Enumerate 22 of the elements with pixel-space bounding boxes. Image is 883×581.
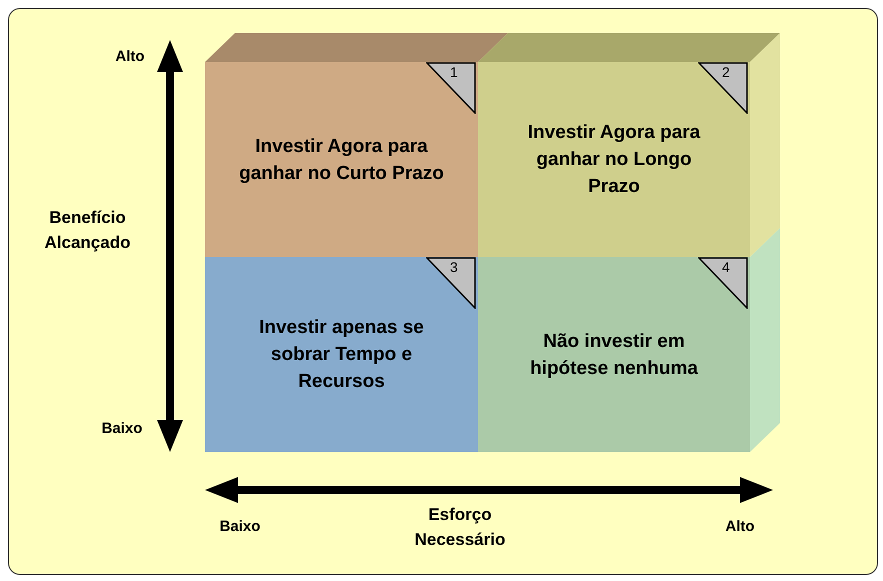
corner-triangle xyxy=(426,257,476,309)
axis-label: Alto xyxy=(114,48,146,66)
axis-label: Baixo xyxy=(218,518,262,536)
axis-label: Alto xyxy=(724,518,756,536)
quadrant-box xyxy=(205,257,478,452)
quadrant-text: Investir apenas se sobrar Tempo e Recursos xyxy=(258,316,425,394)
quadrant-text: Não investir em hipótese nenhuma xyxy=(529,330,699,380)
quadrant-box xyxy=(205,62,478,257)
axis-label: Esforço Necessário xyxy=(414,504,506,551)
quadrant-number: 1 xyxy=(450,64,458,80)
quadrant-number: 3 xyxy=(450,259,458,275)
corner-triangle xyxy=(698,257,748,309)
quadrant-number: 4 xyxy=(722,259,730,275)
quadrant-box xyxy=(478,257,750,452)
axis-label: Baixo xyxy=(100,420,144,438)
corner-triangle xyxy=(426,62,476,114)
axis-label: Benefício Alcançado xyxy=(44,207,132,254)
quadrant-text: Investir Agora para ganhar no Curto Prazo xyxy=(238,134,445,186)
corner-triangle xyxy=(698,62,748,114)
quadrant-number: 2 xyxy=(722,64,730,80)
quadrant-box xyxy=(478,62,750,257)
quadrant-text: Investir Agora para ganhar no Longo Prazo xyxy=(526,121,702,199)
